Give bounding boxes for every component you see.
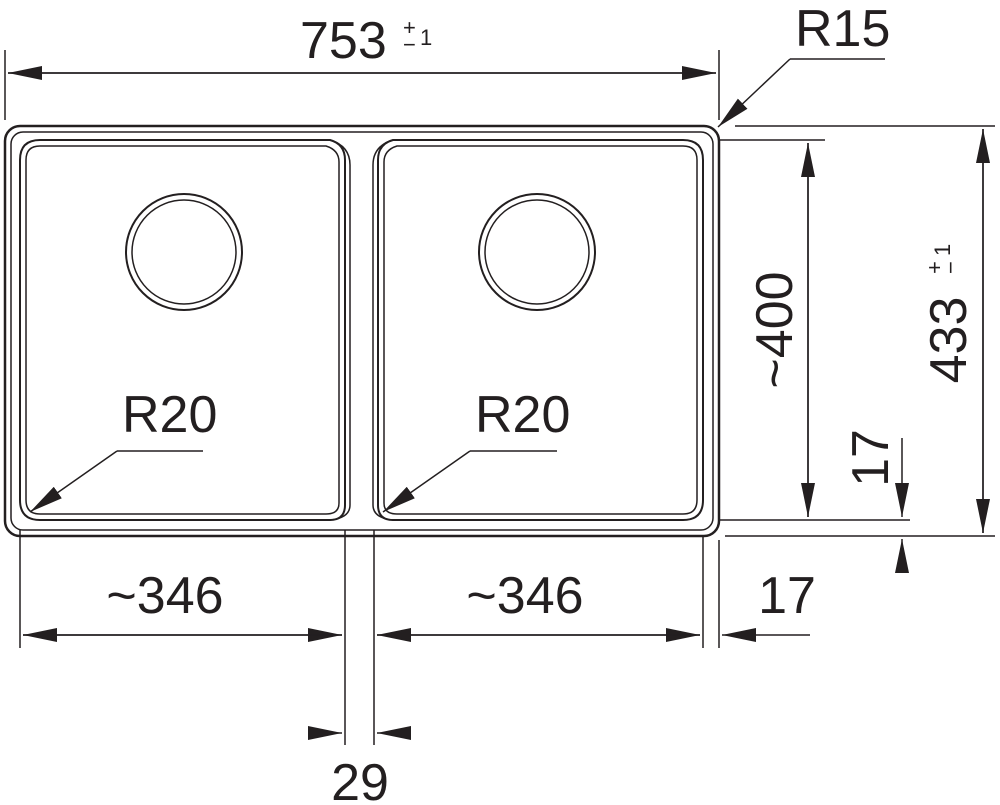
left-bowl-radius-label: R20 [122,386,217,444]
svg-text:+: + [403,15,416,40]
bowl-height-label: ~400 [746,271,804,388]
rim-right-dimension: 17 [722,567,816,642]
divider-width-label: 29 [331,754,389,805]
overall-width-label: 753 [300,12,387,70]
left-bowl-width-label: ~346 [106,567,223,625]
left-bowl [19,139,346,521]
right-drain [478,193,596,311]
divider-width-dimension: 29 [308,726,411,805]
left-bowl-radius-callout: R20 [29,386,217,513]
rim-right-label: 17 [758,567,816,625]
left-bowl-width-dimension: ~346 [23,567,342,642]
left-drain [125,193,243,311]
right-bowl-radius-label: R20 [475,386,570,444]
sink-outline [3,124,721,538]
svg-text:+: + [922,261,947,274]
right-extension-lines [720,125,995,537]
divider-bridge [329,139,394,521]
right-bowl-radius-callout: R20 [382,386,570,513]
bottom-extension-lines [19,530,720,745]
bowl-height-dimension: ~400 [746,143,815,517]
overall-height-dimension: 433 + − 1 [920,129,990,533]
right-bowl-width-label: ~346 [466,567,583,625]
rim-bottom-dimension: 17 [842,429,909,573]
right-bowl [377,139,704,521]
outer-radius-label: R15 [795,0,890,58]
svg-text:1: 1 [420,25,432,50]
overall-height-label: 433 [920,297,978,384]
svg-text:−: − [403,32,416,57]
rim-bottom-label: 17 [842,429,900,487]
outer-radius-callout: R15 [717,0,890,128]
overall-width-dimension: 753 + − 1 [4,12,720,120]
svg-text:−: − [938,261,963,274]
right-bowl-width-dimension: ~346 [377,567,700,642]
svg-text:1: 1 [930,244,955,256]
